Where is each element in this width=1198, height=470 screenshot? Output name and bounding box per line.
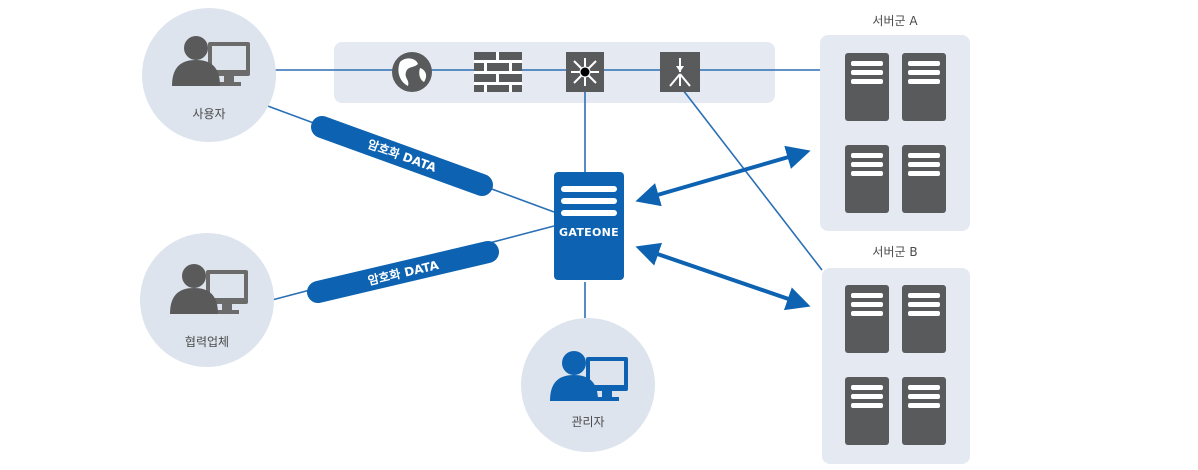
user-node: 사용자 [142, 8, 276, 142]
server-group-b: 서버군 B [822, 245, 970, 464]
router-icon [660, 52, 700, 92]
globe-icon [392, 52, 432, 92]
gateway-appliance: GATEONE [554, 172, 624, 280]
user-label: 사용자 [192, 107, 225, 121]
server-group-a-label: 서버군 A [872, 14, 918, 28]
partner-node: 협력업체 [140, 233, 274, 367]
server-icon [902, 145, 946, 213]
server-icon [902, 285, 946, 353]
server-group-b-label: 서버군 B [872, 245, 917, 259]
partner-tunnel: 암호화 DATA [307, 241, 499, 303]
server-group-b-panel [822, 268, 970, 464]
server-icon [845, 377, 889, 445]
switch-icon [566, 52, 604, 92]
user-tunnel: 암호화 DATA [311, 116, 493, 196]
gateway-server-a-arrow [635, 145, 811, 207]
server-icon [902, 53, 946, 121]
admin-label: 관리자 [571, 415, 604, 429]
server-icon [902, 377, 946, 445]
server-icon [845, 53, 889, 121]
admin-node: 관리자 [521, 318, 655, 452]
gateway-label: GATEONE [559, 226, 619, 239]
server-group-a: 서버군 A [820, 14, 970, 231]
server-group-a-panel [820, 35, 970, 231]
server-icon [845, 145, 889, 213]
server-icon [845, 285, 889, 353]
gateway-server-b-arrow [635, 242, 811, 311]
firewall-icon [474, 52, 522, 92]
partner-label: 협력업체 [185, 335, 229, 349]
